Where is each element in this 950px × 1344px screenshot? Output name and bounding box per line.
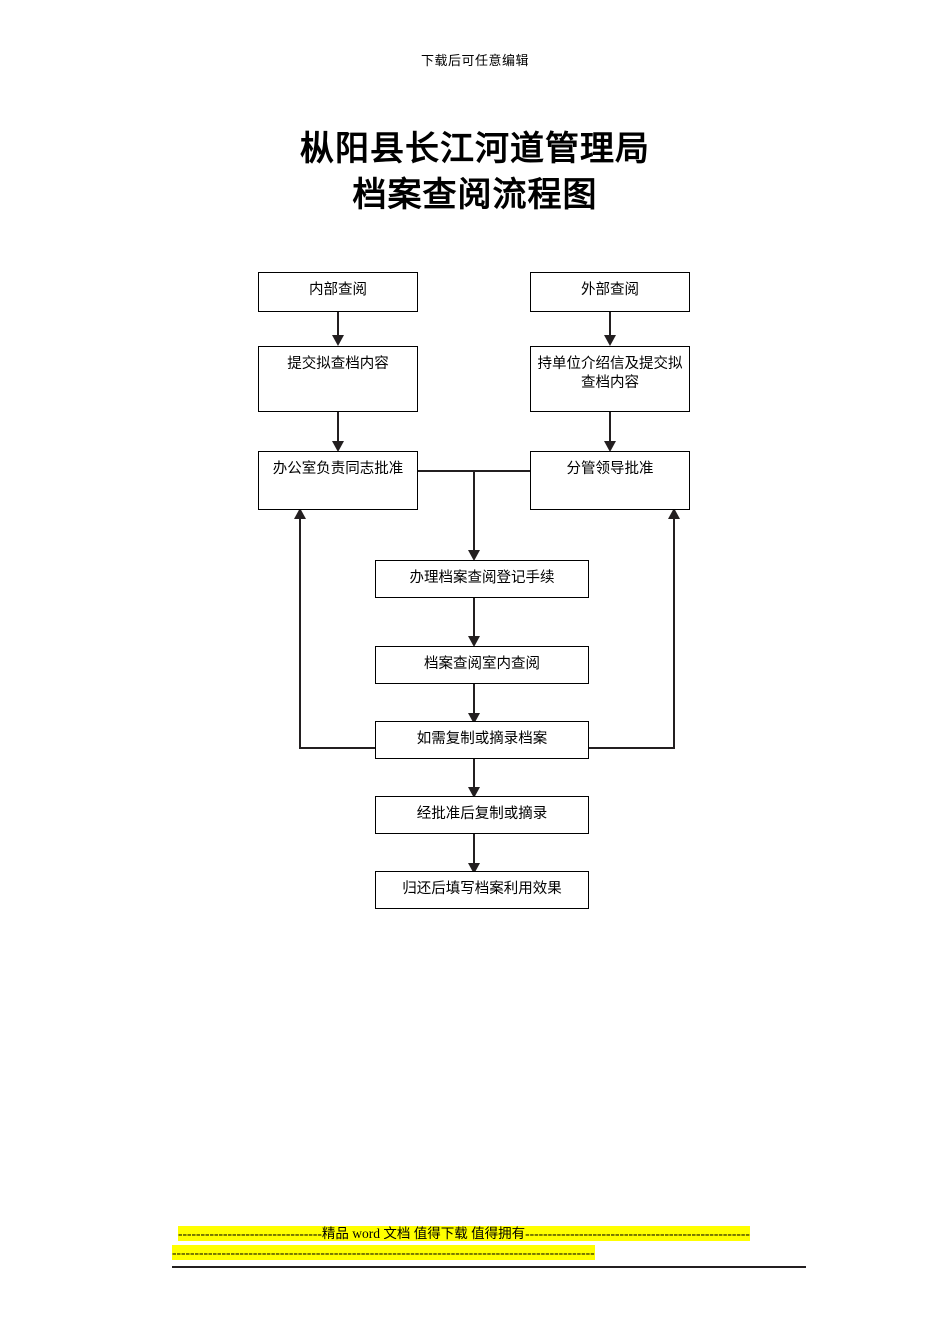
node-external-start[interactable]: 外部查阅	[530, 272, 690, 312]
page-title: 枞阳县长江河道管理局 档案查阅流程图	[0, 126, 950, 218]
edge-submit-external-to-leader-approve	[609, 412, 611, 448]
arrowhead-up	[294, 508, 306, 519]
edge-internal-start-to-submit	[337, 312, 339, 341]
node-label: 内部查阅	[309, 282, 367, 298]
footer-line-1: --------------------------------精品 word …	[172, 1224, 812, 1243]
footer-rule	[172, 1266, 806, 1268]
arrowhead-down	[468, 636, 480, 647]
arrowhead-down	[332, 441, 344, 452]
arrowhead-down	[468, 863, 480, 874]
arrowhead-down	[468, 787, 480, 798]
edge-external-start-to-submit	[609, 312, 611, 341]
node-office-approve[interactable]: 办公室负责同志批准	[258, 451, 418, 510]
node-read-in-room[interactable]: 档案查阅室内查阅	[375, 646, 589, 684]
node-label: 外部查阅	[581, 282, 639, 298]
footer-watermark: --------------------------------精品 word …	[172, 1224, 812, 1262]
node-internal-start[interactable]: 内部查阅	[258, 272, 418, 312]
footer-dashes-right: ----------------------------------------…	[525, 1226, 750, 1241]
node-label: 提交拟查档内容	[287, 356, 389, 372]
edge-need-copy-to-copy-approved	[473, 759, 475, 794]
node-leader-approve[interactable]: 分管领导批准	[530, 451, 690, 510]
arrowhead-down	[468, 713, 480, 724]
edge-copy-approved-to-return-feedback	[473, 834, 475, 870]
edge-approval-join-to-register	[473, 470, 475, 556]
title-line-1: 枞阳县长江河道管理局	[300, 129, 650, 169]
arrowhead-down	[468, 550, 480, 561]
node-label: 办理档案查阅登记手续	[409, 570, 555, 586]
node-label: 档案查阅室内查阅	[424, 656, 540, 672]
node-label: 归还后填写档案利用效果	[402, 881, 562, 897]
edge-feedback-left-vertical	[299, 517, 301, 749]
arrowhead-down	[332, 335, 344, 346]
footer-dashes-bottom: ----------------------------------------…	[172, 1245, 595, 1260]
node-copy-approved[interactable]: 经批准后复制或摘录	[375, 796, 589, 834]
footer-line-2: ----------------------------------------…	[172, 1243, 812, 1262]
node-submit-internal[interactable]: 提交拟查档内容	[258, 346, 418, 412]
header-note: 下载后可任意编辑	[420, 53, 529, 68]
arrowhead-down	[604, 441, 616, 452]
footer-dashes-left: --------------------------------	[178, 1226, 322, 1241]
node-need-copy[interactable]: 如需复制或摘录档案	[375, 721, 589, 759]
edge-read-in-room-to-need-copy	[473, 684, 475, 720]
node-label: 如需复制或摘录档案	[416, 731, 548, 747]
arrowhead-down	[604, 335, 616, 346]
footer-promo-text: 精品 word 文档 值得下载 值得拥有	[321, 1226, 526, 1241]
node-return-feedback[interactable]: 归还后填写档案利用效果	[375, 871, 589, 909]
edge-register-to-read-in-room	[473, 598, 475, 642]
title-line-2: 档案查阅流程图	[352, 175, 598, 215]
node-submit-external[interactable]: 持单位介绍信及提交拟查档内容	[530, 346, 690, 412]
edge-submit-internal-to-office-approve	[337, 412, 339, 448]
node-label: 经批准后复制或摘录	[416, 806, 548, 822]
node-label: 持单位介绍信及提交拟查档内容	[537, 356, 683, 391]
node-register[interactable]: 办理档案查阅登记手续	[375, 560, 589, 598]
edge-feedback-right-vertical	[673, 517, 675, 749]
node-label: 分管领导批准	[566, 461, 654, 477]
edge-feedback-left-horizontal	[299, 747, 376, 749]
arrowhead-up	[668, 508, 680, 519]
node-label: 办公室负责同志批准	[272, 461, 404, 477]
edge-feedback-right-horizontal	[588, 747, 674, 749]
